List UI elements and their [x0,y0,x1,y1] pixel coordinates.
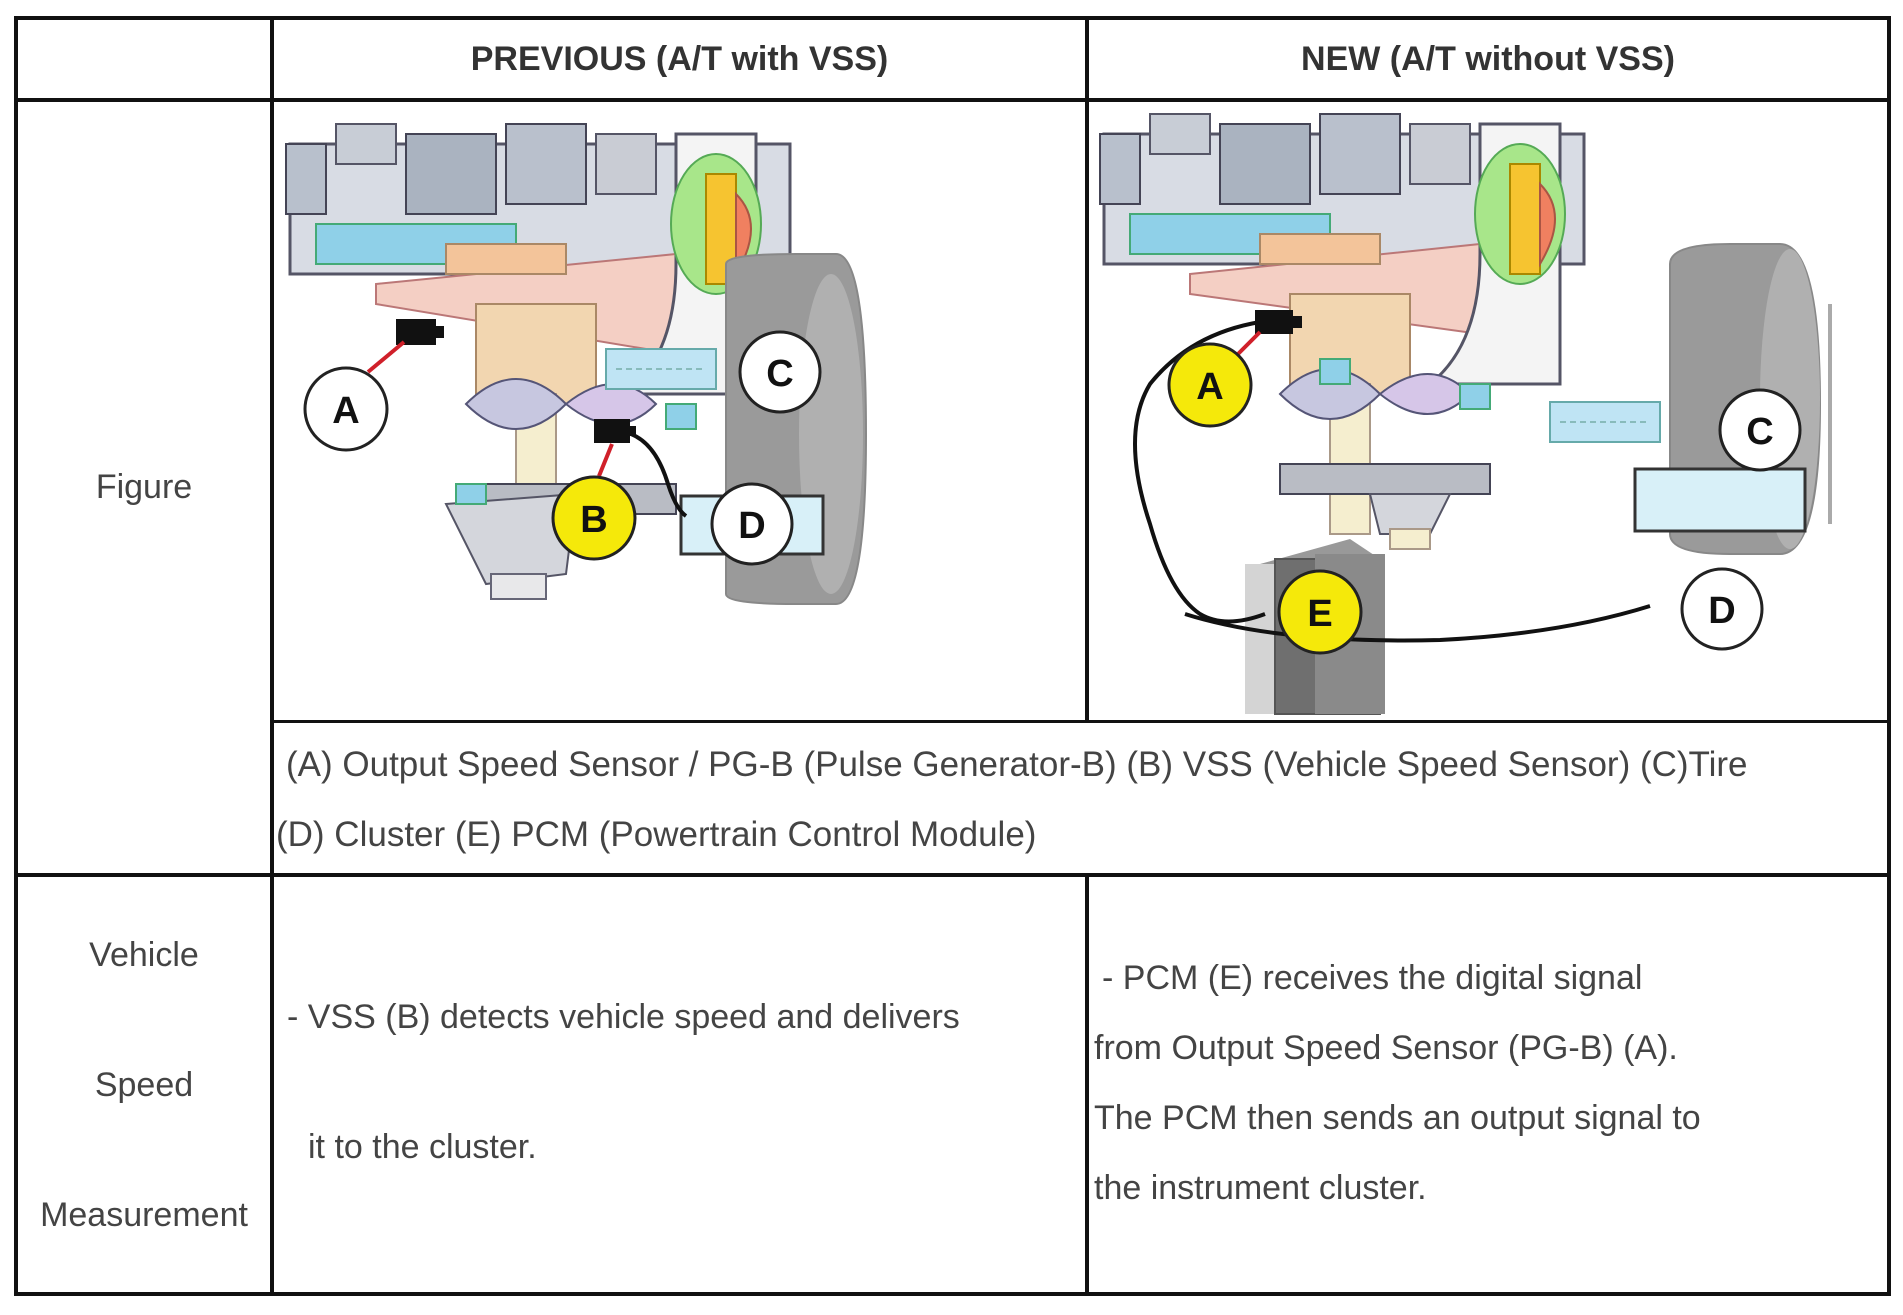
table-border-header [14,98,1891,102]
previous-description-line-2: it to the cluster. [308,1128,537,1166]
transmission-housing [1099,113,1586,550]
table-border-top [14,16,1891,20]
new-description-line-2: from Output Speed Sensor (PG-B) (A). [1094,1029,1678,1067]
callout-d: D [1680,567,1764,651]
table-border-bottom [14,1292,1891,1296]
figure-caption-line-2: (D) Cluster (E) PCM (Powertrain Control … [276,815,1037,854]
callout-d: D [710,482,794,566]
figure-caption-divider [271,720,1891,723]
figure-caption-line-1: (A) Output Speed Sensor / PG-B (Pulse Ge… [286,745,1748,784]
new-description-line-3: The PCM then sends an output signal to [1094,1099,1701,1137]
sensor-a-icon [366,319,444,374]
new-description-line-1: - PCM (E) receives the digital signal [1102,959,1643,997]
table-border-col2-bottom [1085,873,1089,1296]
callout-a: A [1167,342,1253,428]
callout-b: B [551,475,637,561]
row-label-line-1: Vehicle [89,935,199,974]
callout-c-label: C [1746,411,1773,453]
table-border-left [14,16,18,1296]
sensor-b-icon [594,419,688,518]
callout-c: C [738,330,822,414]
previous-transmission-figure: A B C D [285,123,868,605]
cluster-box [1633,467,1807,533]
callout-a: A [303,366,389,452]
callout-a-label: A [332,390,359,432]
sensor-a-icon [1226,310,1302,366]
axle-shaft [605,348,717,390]
callout-a-label: A [1196,366,1223,408]
header-previous: PREVIOUS (A/T with VSS) [470,39,889,78]
axle-shaft [1549,401,1661,443]
previous-description-line-1: - VSS (B) detects vehicle speed and deli… [287,998,960,1036]
table-border-row1 [14,873,1891,877]
row-label-figure: Figure [95,468,193,506]
callout-b-label: B [580,499,607,541]
callout-c-label: C [766,353,793,395]
callout-d-label: D [738,505,765,547]
row-label-line-3: Measurement [40,1195,248,1234]
table-border-col1 [270,16,274,1296]
new-description-line-4: the instrument cluster. [1094,1169,1427,1207]
row-label-vehicle-speed: Vehicle Speed Measurement [18,877,270,1292]
transmission-housing [285,123,792,600]
callout-d-label: D [1708,590,1735,632]
callout-c: C [1718,388,1802,472]
callout-e: E [1277,569,1363,655]
header-new: NEW (A/T without VSS) [1301,39,1675,78]
table-border-right [1887,16,1891,1296]
row-label-line-2: Speed [94,1065,194,1104]
new-transmission-figure: A C E D [1099,113,1832,715]
table-border-col2-top [1085,16,1089,722]
callout-e-label: E [1307,593,1332,635]
